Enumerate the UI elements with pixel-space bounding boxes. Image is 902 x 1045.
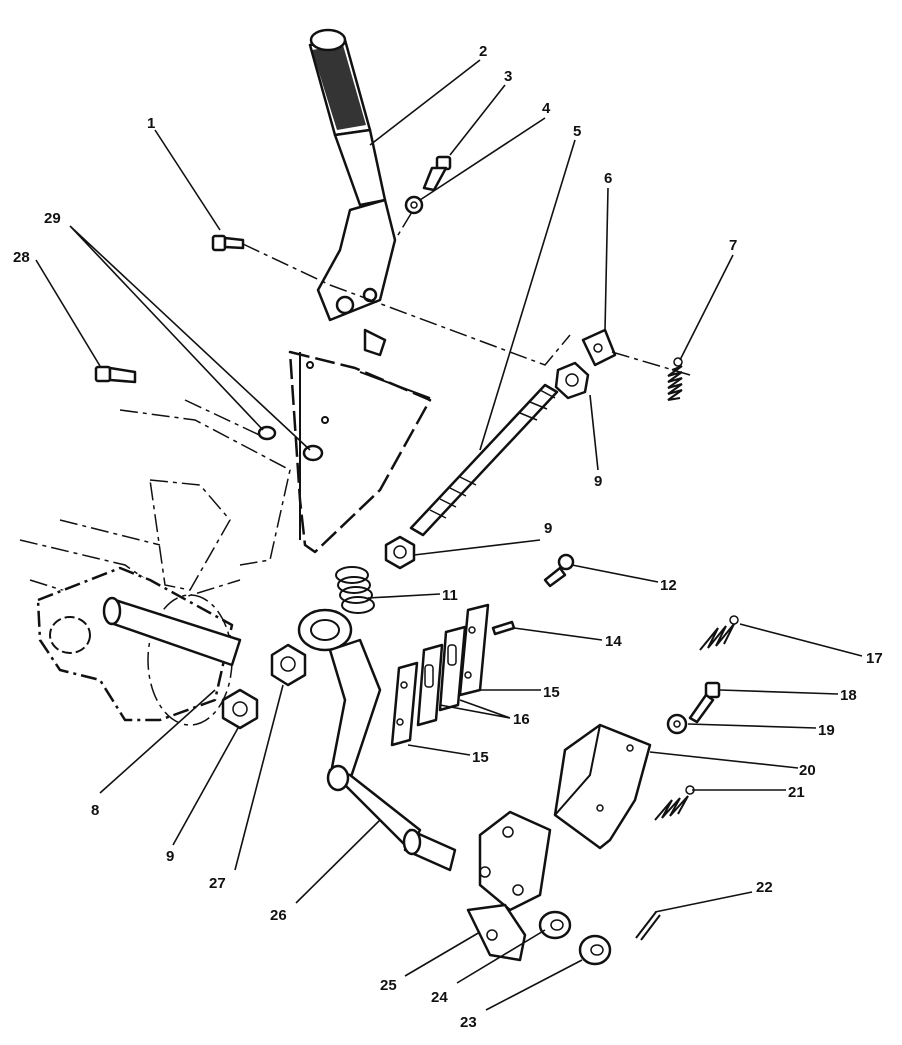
callout-26: 26 bbox=[270, 907, 287, 924]
callout-27: 27 bbox=[209, 875, 226, 892]
nut-4 bbox=[404, 195, 424, 215]
nut-9-middle bbox=[384, 535, 416, 570]
pin-14 bbox=[491, 620, 516, 636]
callout-labels: 1 2 3 4 5 6 7 9 9 11 12 14 15 16 15 17 1… bbox=[13, 43, 883, 1031]
callout-2: 2 bbox=[479, 43, 487, 60]
pedal-pad bbox=[466, 810, 552, 962]
callout-21: 21 bbox=[788, 784, 805, 801]
leader-lines bbox=[35, 59, 863, 1011]
callout-9-middle: 9 bbox=[544, 520, 552, 537]
cotter-pin-22 bbox=[635, 911, 661, 941]
hand-lever bbox=[308, 28, 397, 357]
callout-11: 11 bbox=[442, 587, 458, 604]
callout-18: 18 bbox=[840, 687, 857, 704]
nut-27 bbox=[270, 643, 307, 687]
callout-22: 22 bbox=[756, 879, 773, 896]
compression-spring bbox=[335, 566, 375, 614]
bolt-18 bbox=[688, 681, 721, 724]
callout-15-lower: 15 bbox=[472, 749, 489, 766]
callout-25: 25 bbox=[380, 977, 397, 994]
mounting-bracket bbox=[288, 350, 432, 554]
callout-28: 28 bbox=[13, 249, 30, 266]
callout-5: 5 bbox=[573, 123, 581, 140]
callout-9-lower: 9 bbox=[166, 848, 174, 865]
bolt-28 bbox=[94, 365, 137, 384]
plate-16-a bbox=[438, 625, 467, 712]
callout-14: 14 bbox=[605, 633, 622, 650]
nut-9-lower bbox=[221, 688, 259, 730]
callout-4: 4 bbox=[542, 100, 551, 117]
callout-8: 8 bbox=[91, 802, 99, 819]
callout-12: 12 bbox=[660, 577, 677, 594]
bolt-12 bbox=[543, 553, 575, 588]
plate-15-lower bbox=[390, 661, 419, 747]
nut-19 bbox=[666, 713, 688, 735]
bushing-24 bbox=[538, 910, 572, 940]
callout-3: 3 bbox=[504, 68, 512, 85]
bolt-1 bbox=[211, 234, 245, 252]
callout-9-upper: 9 bbox=[594, 473, 602, 490]
clevis-6 bbox=[581, 328, 617, 367]
nut-9-upper bbox=[554, 361, 590, 400]
callout-19: 19 bbox=[818, 722, 835, 739]
chassis-frame bbox=[19, 399, 291, 726]
callout-16: 16 bbox=[513, 711, 530, 728]
callout-17: 17 bbox=[866, 650, 883, 667]
bolt-3 bbox=[422, 155, 452, 192]
callout-15-upper: 15 bbox=[543, 684, 560, 701]
plate-15-upper bbox=[458, 603, 490, 697]
bracket-20 bbox=[553, 723, 652, 850]
threaded-rod bbox=[409, 383, 559, 537]
pedal-arm bbox=[297, 608, 457, 872]
callout-6: 6 bbox=[604, 170, 612, 187]
washer-29-b bbox=[302, 444, 324, 462]
bushing-23 bbox=[578, 934, 612, 966]
callout-24: 24 bbox=[431, 989, 448, 1006]
spring-7 bbox=[667, 357, 683, 401]
callout-1: 1 bbox=[147, 115, 155, 132]
plate-16-b bbox=[416, 643, 444, 727]
spring-17 bbox=[699, 615, 739, 651]
callout-29: 29 bbox=[44, 210, 61, 227]
callout-20: 20 bbox=[799, 762, 816, 779]
spring-21 bbox=[654, 785, 695, 821]
pivot-shaft bbox=[102, 596, 242, 667]
callout-23: 23 bbox=[460, 1014, 477, 1031]
callout-7: 7 bbox=[729, 237, 737, 254]
